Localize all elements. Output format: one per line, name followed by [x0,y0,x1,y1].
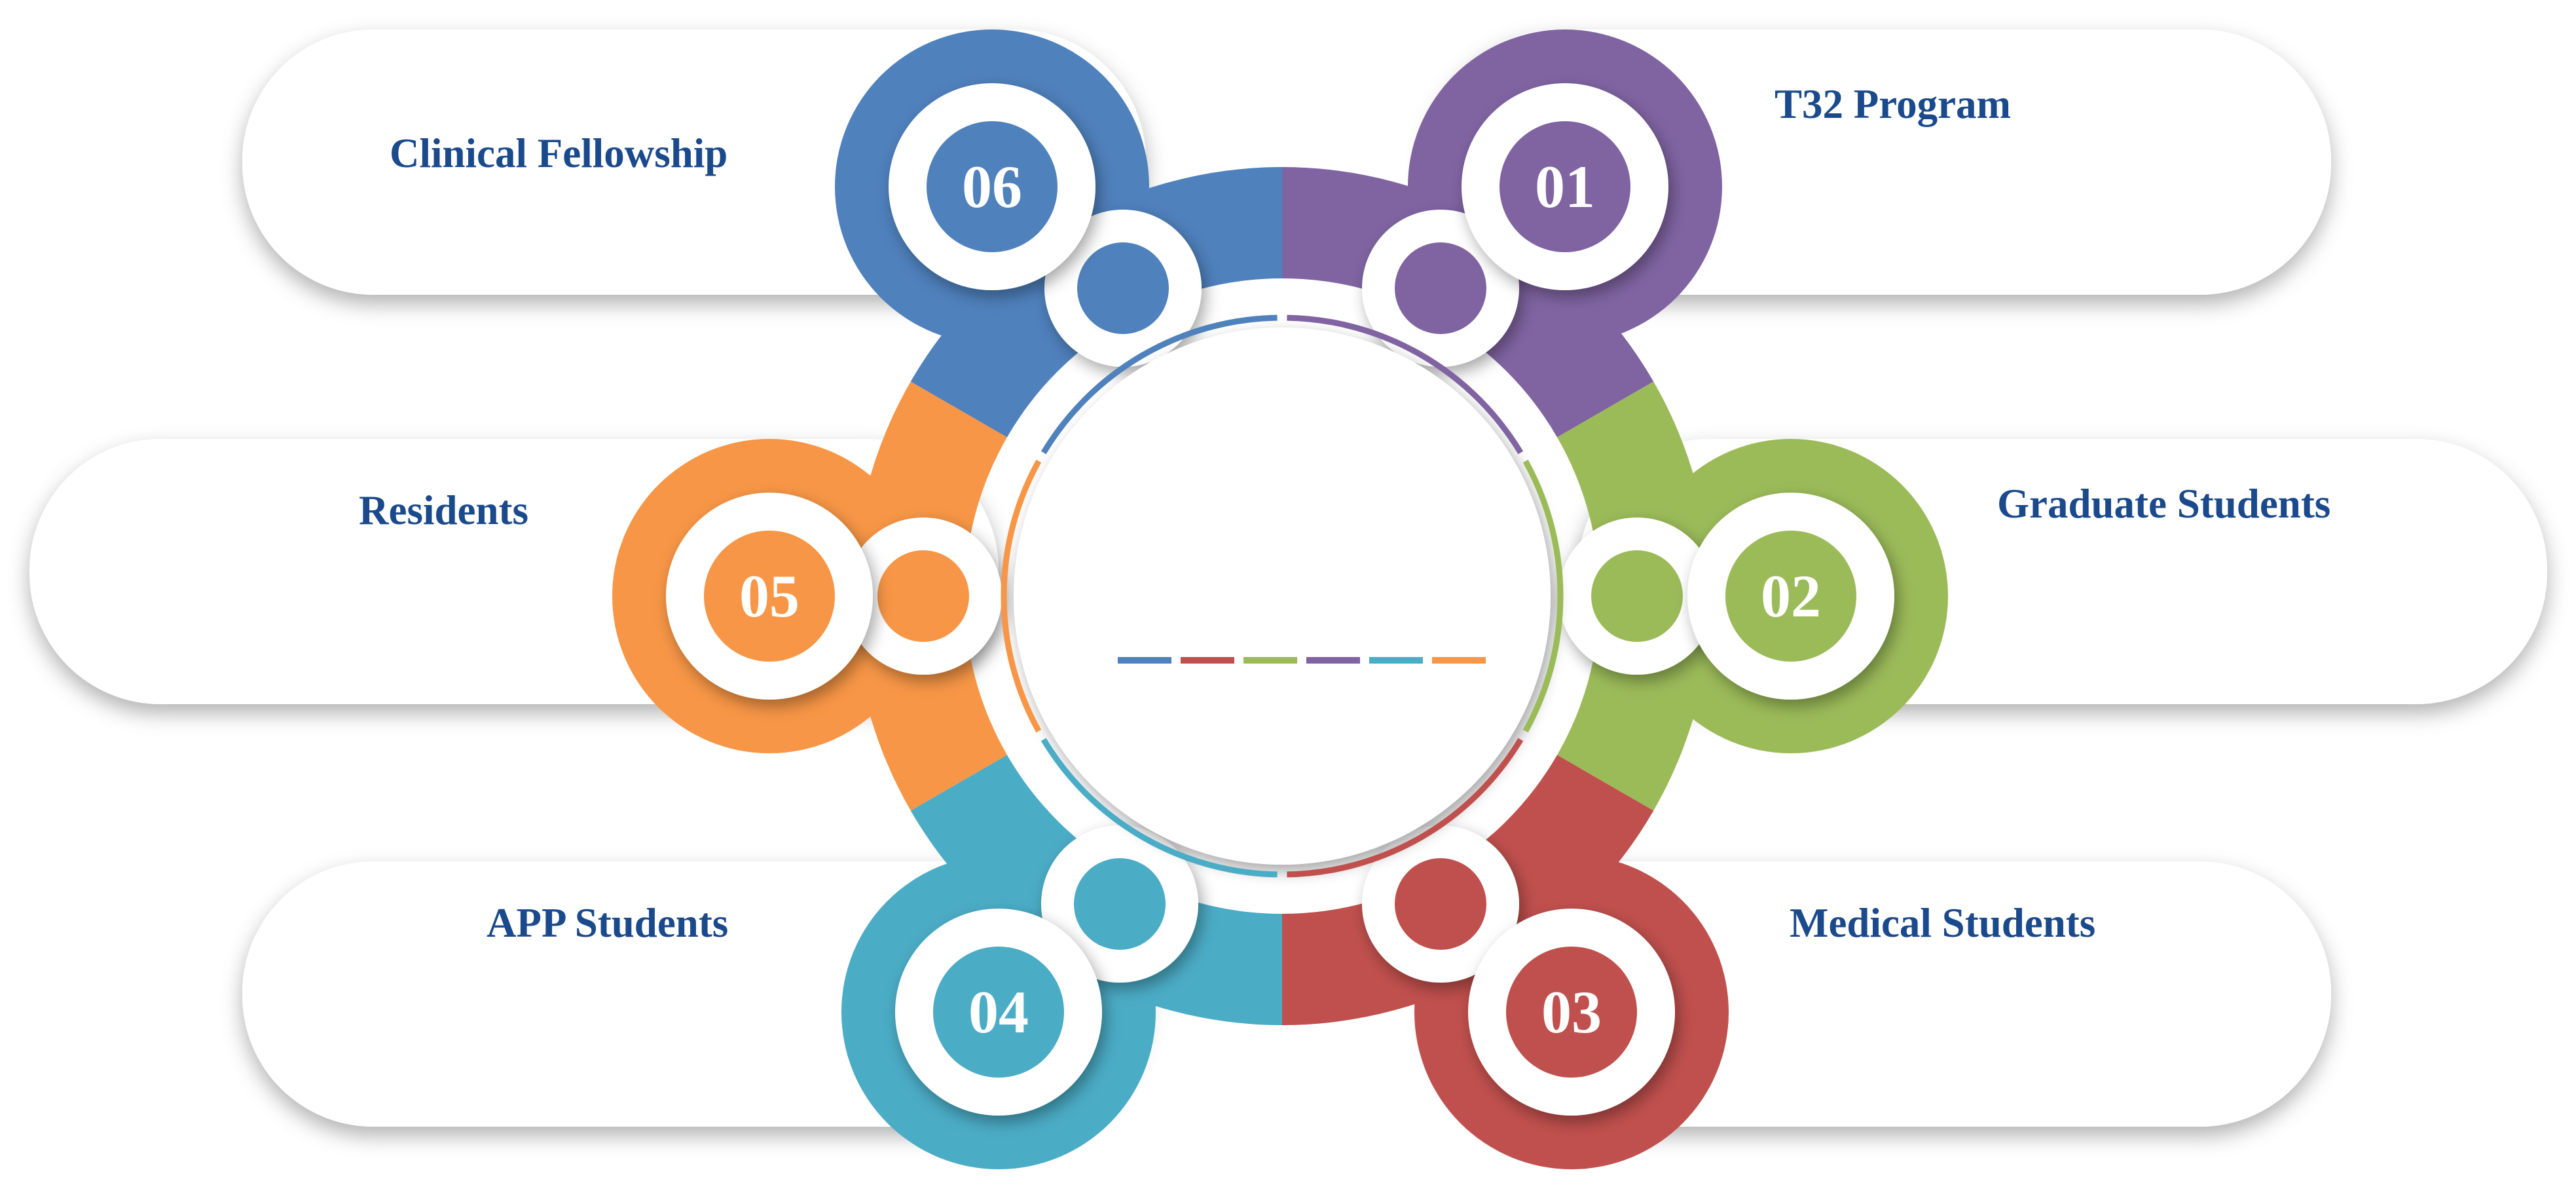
center-hub [1001,314,1564,878]
center-circle-shadow [1014,328,1551,865]
connector-core [1591,550,1683,642]
label-01: T32 Program [1775,81,2011,127]
badge-number: 04 [968,979,1029,1045]
badge-inner-disc [1506,947,1637,1078]
badge-01: 01 [1362,29,1722,367]
connector-core [1077,242,1169,334]
badge-inner-disc [704,531,835,662]
inner-arc-06 [1040,314,1278,455]
badge-02: 02 [1558,439,1948,753]
center-dash [1369,657,1423,664]
label-04: APP Students [487,900,728,946]
label-02: Graduate Students [1997,481,2330,527]
connector-core [1395,858,1486,950]
badge-number: 02 [1761,563,1821,630]
inner-arc-04 [1040,738,1278,878]
item-labels: Clinical Fellowship Residents APP Studen… [359,81,2330,946]
badge-number: 05 [739,563,800,630]
center-dashes [1118,657,1486,664]
label-03: Medical Students [1790,900,2095,946]
badge-number: 01 [1535,153,1595,220]
inner-arc-05 [1001,459,1042,733]
center-inner-arcs [1001,314,1564,878]
center-dash [1306,657,1360,664]
badge-05: 05 [612,439,1002,753]
badge-inner-disc [927,121,1058,252]
badge-inner-disc [933,947,1064,1078]
connector-core [1395,242,1486,334]
center-dash [1243,657,1297,664]
badge-inner-disc [1500,121,1630,252]
center-dash [1432,657,1486,664]
inner-arc-03 [1287,738,1524,878]
label-05: Residents [359,487,528,533]
badge-03: 03 [1362,825,1729,1169]
connector-core [877,550,969,642]
connector-core [1074,858,1166,950]
inner-arc-01 [1287,314,1524,455]
badge-inner-disc [1725,531,1856,662]
center-dash [1118,657,1171,664]
badge-number: 06 [962,153,1022,220]
inner-arc-02 [1522,459,1564,733]
badge-number: 03 [1541,979,1602,1045]
label-06: Clinical Fellowship [390,130,727,176]
badge-04: 04 [841,825,1198,1169]
badge-06: 06 [835,29,1202,367]
number-badges: 01 02 03 04 05 06 [612,29,1948,1169]
center-dash [1181,657,1234,664]
